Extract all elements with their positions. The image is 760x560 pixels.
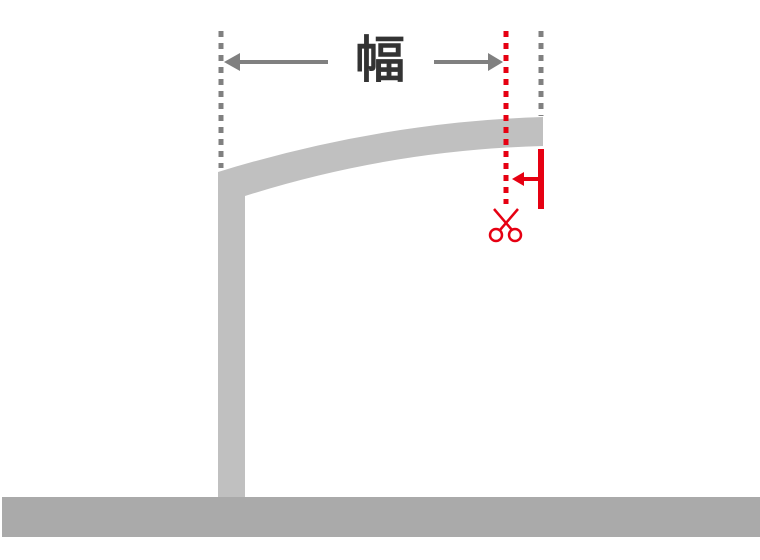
- cut-edge: [538, 149, 544, 209]
- scissors-icon: [488, 208, 523, 243]
- ground: [2, 497, 760, 537]
- cut-arrow-icon: [512, 172, 538, 186]
- arrow-right-icon: [434, 53, 503, 71]
- post: [218, 172, 245, 497]
- roof: [218, 117, 543, 198]
- width-label: 幅: [355, 31, 405, 89]
- arrow-left-icon: [224, 53, 328, 71]
